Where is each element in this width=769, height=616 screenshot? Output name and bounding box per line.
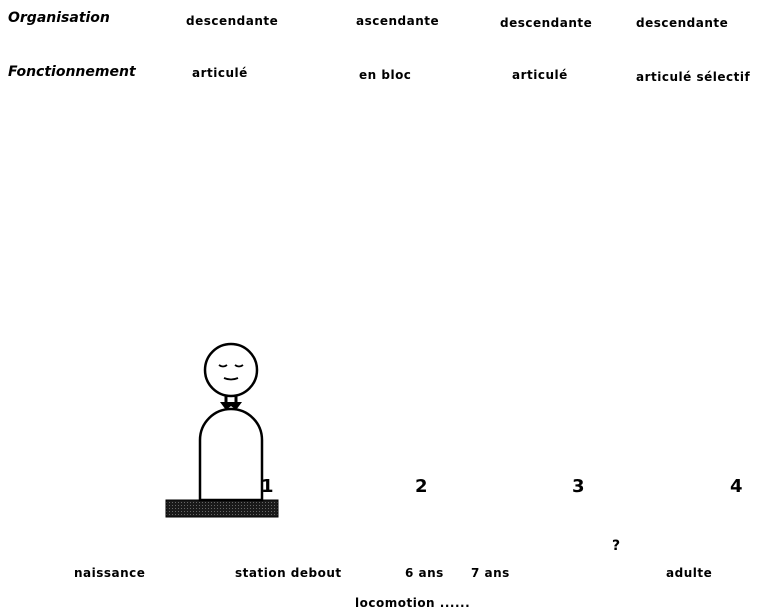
timeline-six-ans: 6 ans (405, 566, 444, 580)
stage-1-head (203, 342, 259, 398)
stage-3-fonctionnement: articulé (512, 68, 568, 82)
fonctionnement-label: Fonctionnement (8, 64, 136, 80)
timeline-locomotion: locomotion ...... (355, 596, 471, 610)
stage-1-organisation: descendante (186, 14, 279, 28)
stage-3-number: 3 (572, 476, 585, 497)
organisation-label: Organisation (8, 10, 110, 26)
stage-2-number: 2 (415, 476, 428, 497)
stage-4-organisation: descendante (636, 16, 729, 30)
stage-1-eye-right (234, 364, 244, 368)
stage-2-organisation: ascendante (356, 14, 440, 28)
timeline-station-debout: station debout (235, 566, 342, 580)
timeline-adulte: adulte (666, 566, 713, 580)
stage-3-organisation: descendante (500, 16, 593, 30)
stage-1-eye-left (218, 364, 228, 368)
stage-1-ground (165, 499, 279, 518)
stage-4-number: 4 (730, 476, 743, 497)
timeline-naissance: naissance (74, 566, 146, 580)
stage-1-down-arrow (220, 402, 242, 410)
stage-2-fonctionnement: en bloc (359, 68, 412, 82)
stage-1-fonctionnement: articulé (192, 66, 248, 80)
stage-4-fonctionnement: articulé sélectif (636, 70, 751, 84)
stage-1-number: 1 (261, 476, 274, 497)
stage-1-body (198, 407, 264, 502)
stage-1-mouth (223, 377, 239, 381)
stage-1-figure (165, 342, 279, 518)
timeline-seven-ans: 7 ans (471, 566, 510, 580)
timeline-question: ? (612, 538, 621, 554)
